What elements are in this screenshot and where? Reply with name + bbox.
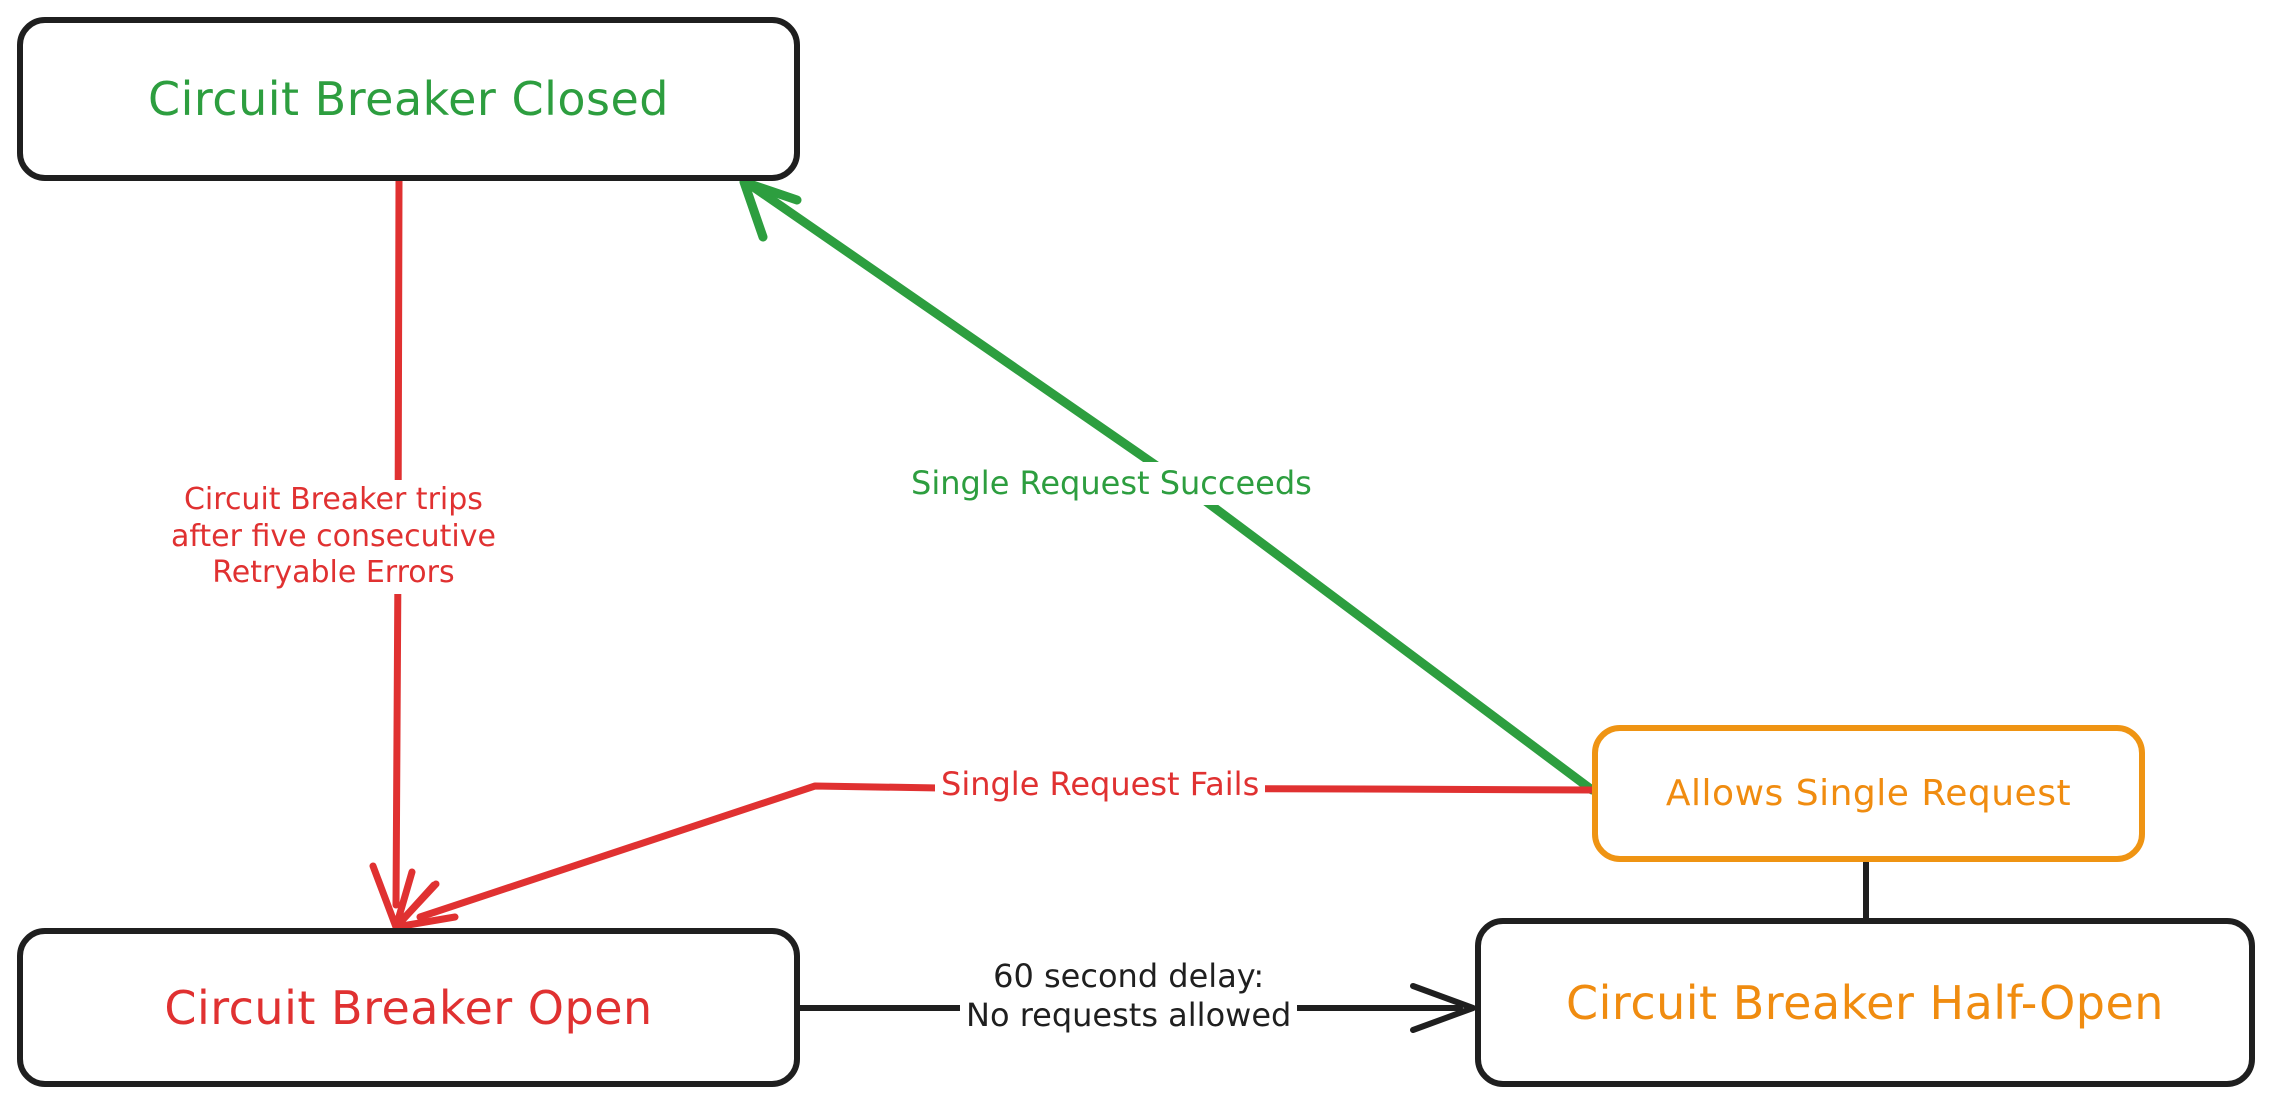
- node-circuit-breaker-open[interactable]: Circuit Breaker Open: [17, 928, 800, 1087]
- node-circuit-breaker-closed[interactable]: Circuit Breaker Closed: [17, 17, 800, 181]
- edge-allows-to-closed-arrowhead: [739, 177, 802, 242]
- edge-label-closed-to-open: Circuit Breaker trips after five consecu…: [165, 480, 502, 594]
- edge-label-allows-to-closed: Single Request Succeeds: [905, 462, 1318, 506]
- node-allows-single-request-label: Allows Single Request: [1665, 773, 2072, 814]
- edge-label-allows-to-closed-text: Single Request Succeeds: [911, 464, 1312, 502]
- edge-label-open-to-halfopen-line1: 60 second delay:: [993, 957, 1265, 995]
- edge-open-to-halfopen-arrowhead: [1410, 983, 1476, 1033]
- edge-label-closed-to-open-line3: Retryable Errors: [212, 555, 455, 591]
- edge-label-open-to-halfopen-line2: No requests allowed: [966, 996, 1292, 1035]
- node-circuit-breaker-half-open[interactable]: Circuit Breaker Half-Open: [1475, 918, 2255, 1087]
- node-circuit-breaker-half-open-label: Circuit Breaker Half-Open: [1566, 975, 2164, 1030]
- edge-allows-to-open-arrowhead: [392, 880, 459, 931]
- edge-label-closed-to-open-line1: Circuit Breaker trips: [183, 482, 483, 517]
- node-circuit-breaker-open-label: Circuit Breaker Open: [164, 980, 653, 1035]
- edge-label-closed-to-open-line2: after five consecutive: [171, 518, 496, 554]
- edge-label-allows-to-open: Single Request Fails: [935, 763, 1266, 807]
- edge-label-allows-to-open-text: Single Request Fails: [941, 765, 1260, 803]
- edge-label-open-to-halfopen: 60 second delay: No requests allowed: [960, 955, 1298, 1038]
- node-circuit-breaker-closed-label: Circuit Breaker Closed: [148, 72, 669, 126]
- node-allows-single-request[interactable]: Allows Single Request: [1592, 725, 2145, 862]
